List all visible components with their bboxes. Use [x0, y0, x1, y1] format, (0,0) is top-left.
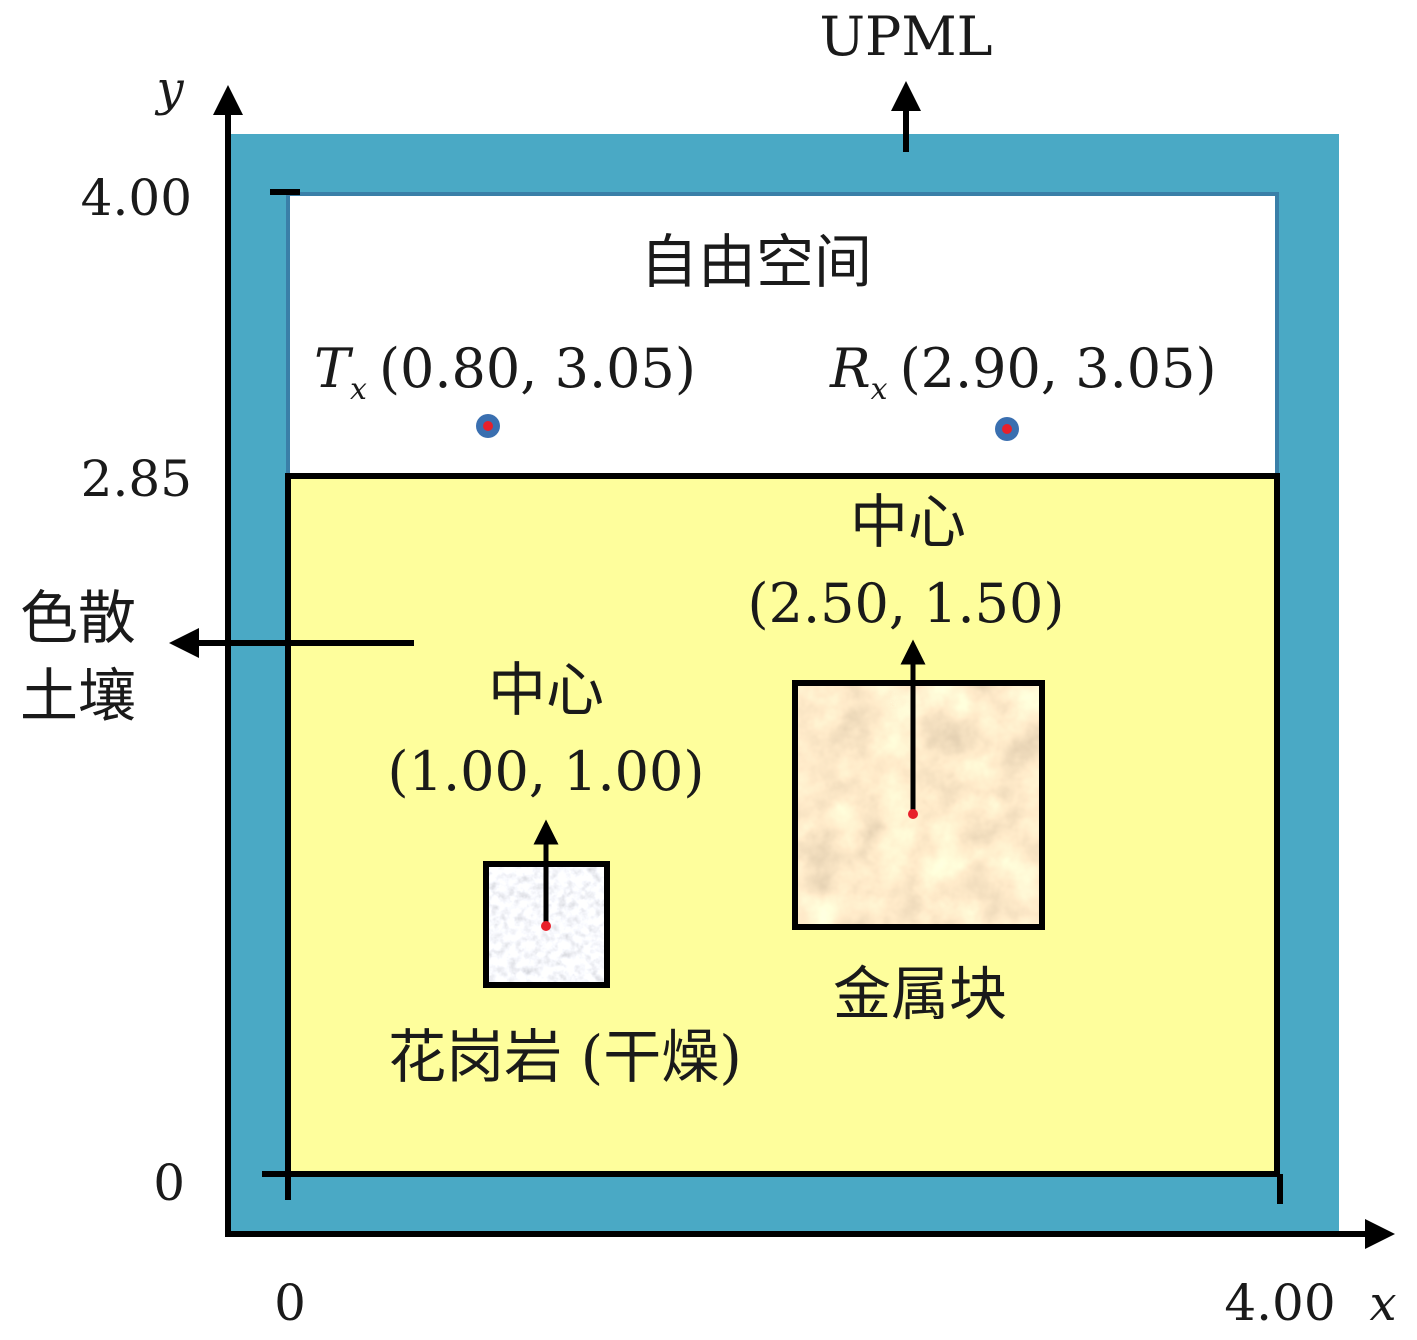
y-tick-label-0: 0 [153, 1154, 185, 1212]
transmitter-label: Tx (0.80, 3.05) [314, 337, 696, 407]
receiver-subscript: x [871, 372, 888, 407]
metal-block [792, 680, 1045, 930]
receiver-marker [995, 417, 1019, 441]
metal-center-coords: (2.50, 1.50) [748, 572, 1065, 635]
transmitter-coords: (0.80, 3.05) [379, 337, 696, 400]
transmitter-marker [476, 414, 500, 438]
soil-region [285, 473, 1280, 1177]
receiver-coords: (2.90, 3.05) [900, 337, 1217, 400]
y-axis-name: y [154, 61, 184, 117]
granite-center-coords: (1.00, 1.00) [388, 740, 705, 803]
granite-center-label: 中心 [488, 656, 604, 724]
metal-name: 金属块 [833, 960, 1007, 1028]
transmitter-symbol: T [314, 337, 354, 400]
metal-center-label: 中心 [850, 488, 966, 556]
x-tick-label-4: 4.00 [1224, 1274, 1335, 1332]
granite-center-marker [541, 921, 551, 931]
granite-name: 花岗岩 (干燥) [388, 1023, 742, 1091]
y-tick-label-4: 4.00 [81, 169, 192, 227]
y-tick-label-2-85: 2.85 [81, 450, 192, 508]
upml-label: UPML [820, 5, 993, 68]
x-tick-label-0: 0 [274, 1274, 306, 1332]
free-space-region [286, 192, 1279, 478]
soil-label-line2: 土壤 [20, 662, 136, 730]
free-space-label: 自由空间 [640, 228, 872, 296]
receiver-label: Rx (2.90, 3.05) [829, 337, 1217, 407]
transmitter-subscript: x [350, 372, 367, 407]
metal-center-marker [908, 809, 918, 819]
x-axis-name: x [1369, 1276, 1396, 1332]
soil-label-line1: 色散 [20, 584, 136, 652]
receiver-symbol: R [829, 337, 871, 400]
